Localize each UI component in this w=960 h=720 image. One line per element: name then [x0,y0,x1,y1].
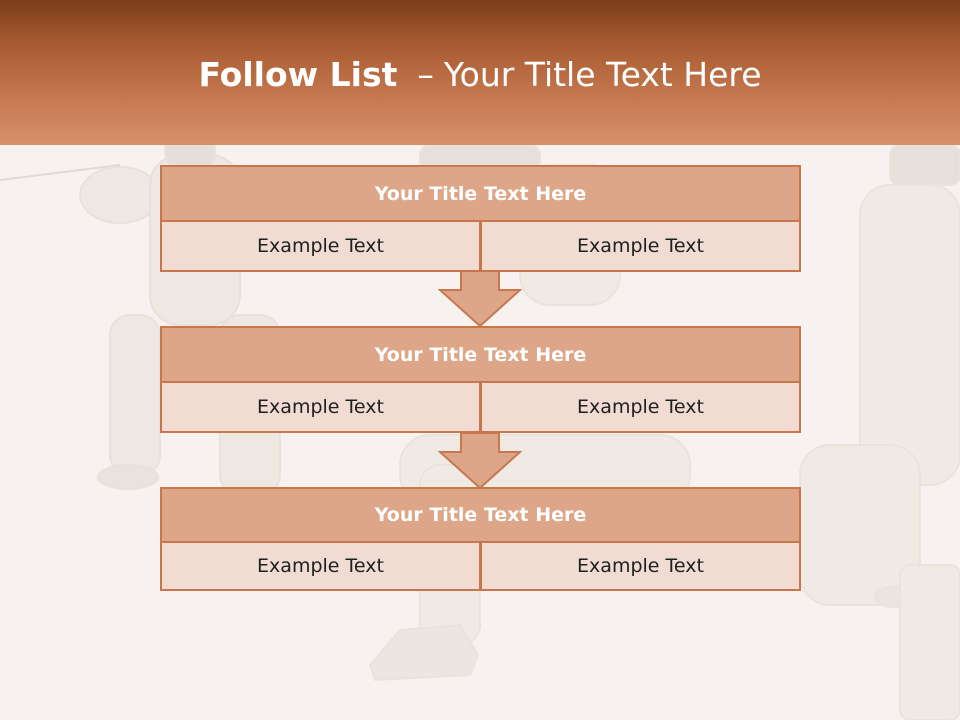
flow-block-left-cell: Example Text [160,543,481,591]
page-title-bold: Follow List [198,55,398,94]
page-title: Follow List–Your Title Text Here [0,50,960,100]
page-title-regular: Your Title Text Here [443,55,762,94]
flow-block-right-cell: Example Text [480,383,801,433]
flow-block-left-cell: Example Text [160,383,481,433]
flow-block-title: Your Title Text Here [160,326,801,383]
flow-block-right-cell: Example Text [480,543,801,591]
flow-block-title: Your Title Text Here [160,487,801,543]
flow-block-right-cell: Example Text [480,222,801,272]
down-arrow-icon [438,432,522,489]
flow-block-left-cell: Example Text [160,222,481,272]
down-arrow-icon [438,270,522,327]
header-band: Follow List–Your Title Text Here [0,0,960,145]
page-title-separator: – [417,55,434,94]
flow-block-title: Your Title Text Here [160,165,801,222]
